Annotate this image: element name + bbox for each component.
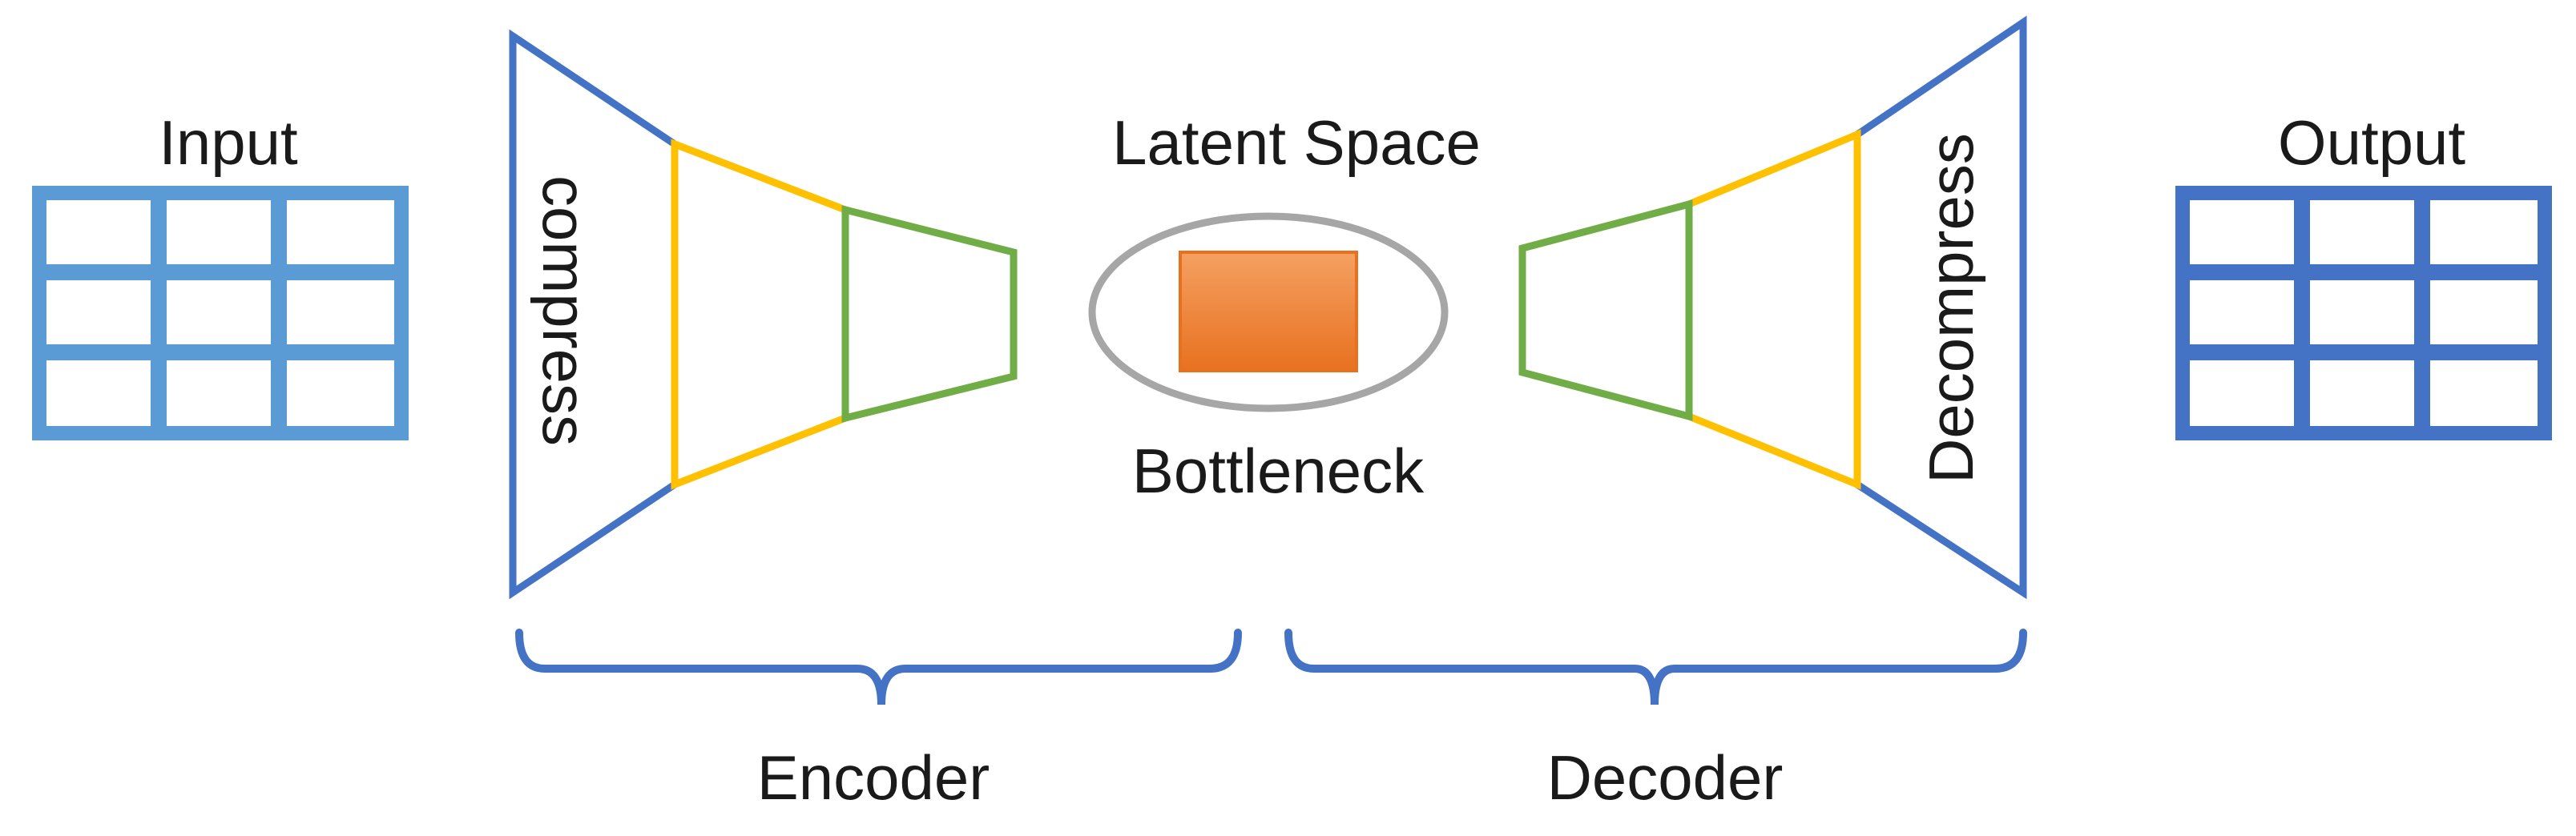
encoder-brace: [515, 629, 1242, 705]
output-cell: [2430, 360, 2538, 426]
input-cell: [46, 200, 151, 264]
output-cell: [2430, 280, 2538, 344]
decoder-middle-stage: [1685, 129, 1861, 490]
bottleneck-ring: [1088, 212, 1449, 412]
decoder-brace: [1284, 629, 2027, 705]
input-cell: [287, 360, 394, 426]
input-cell: [287, 200, 394, 264]
output-cell: [2310, 360, 2414, 426]
encoder-inner-stage: [841, 205, 1018, 423]
output-cell: [2430, 200, 2538, 264]
input-cell: [167, 280, 271, 344]
input-cell: [167, 200, 271, 264]
compress-label: compress: [530, 175, 600, 446]
input-cell: [46, 280, 151, 344]
output-cell: [2310, 280, 2414, 344]
output-cell: [2190, 200, 2294, 264]
output-cell: [2190, 360, 2294, 426]
decompress-label: Decompress: [1916, 133, 1986, 484]
input-cell: [167, 360, 271, 426]
output-cell: [2190, 280, 2294, 344]
output-cell: [2310, 200, 2414, 264]
bottleneck-label: Bottleneck: [1132, 436, 1425, 506]
output-label: Output: [2278, 107, 2465, 178]
decoder-label: Decoder: [1547, 742, 1784, 813]
decoder-inner-stage: [1518, 199, 1693, 421]
input-grid: [32, 186, 409, 440]
output-grid: [2175, 186, 2552, 440]
encoder-label: Encoder: [757, 742, 990, 813]
input-cell: [287, 280, 394, 344]
latent-block: [1179, 251, 1358, 372]
input-label: Input: [159, 107, 298, 178]
encoder-middle-stage: [671, 139, 849, 490]
latent-space-label: Latent Space: [1112, 107, 1481, 178]
input-cell: [46, 360, 151, 426]
